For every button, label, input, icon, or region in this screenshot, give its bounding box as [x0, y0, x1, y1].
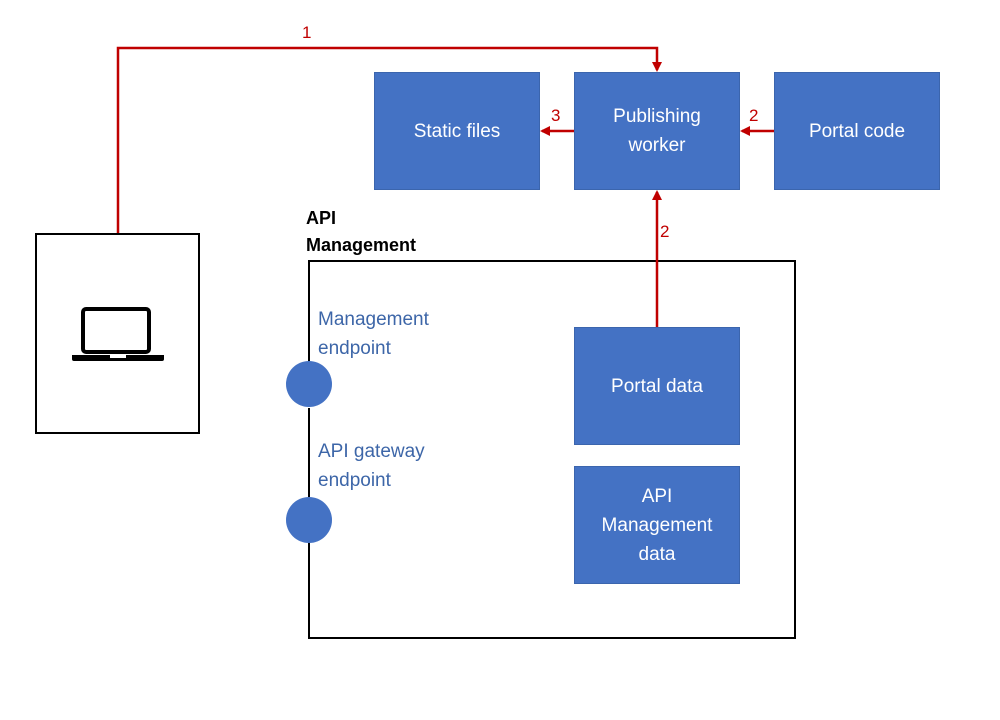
- laptop-icon: [72, 307, 164, 361]
- step-label-2-data: 2: [660, 222, 670, 241]
- publishing-worker-box: Publishing worker: [574, 72, 740, 190]
- gateway-endpoint-label: API gateway endpoint: [318, 441, 425, 491]
- static-files-box: Static files: [374, 72, 540, 190]
- apim-container-title: API Management: [306, 208, 417, 255]
- step-label-2-code: 2: [749, 106, 759, 125]
- client-device: [35, 233, 200, 434]
- apim-data-box: API Management data: [574, 466, 740, 584]
- arrow-step-1: [116, 46, 662, 233]
- step-label-3: 3: [551, 106, 561, 125]
- step-label-1: 1: [302, 23, 312, 42]
- management-endpoint-label: Management endpoint: [318, 309, 429, 359]
- portal-data-box: Portal data: [574, 327, 740, 445]
- gateway-endpoint-node: [286, 497, 332, 543]
- management-endpoint-node: [286, 361, 332, 407]
- apim-container-border: [308, 260, 796, 639]
- portal-code-box: Portal code: [774, 72, 940, 190]
